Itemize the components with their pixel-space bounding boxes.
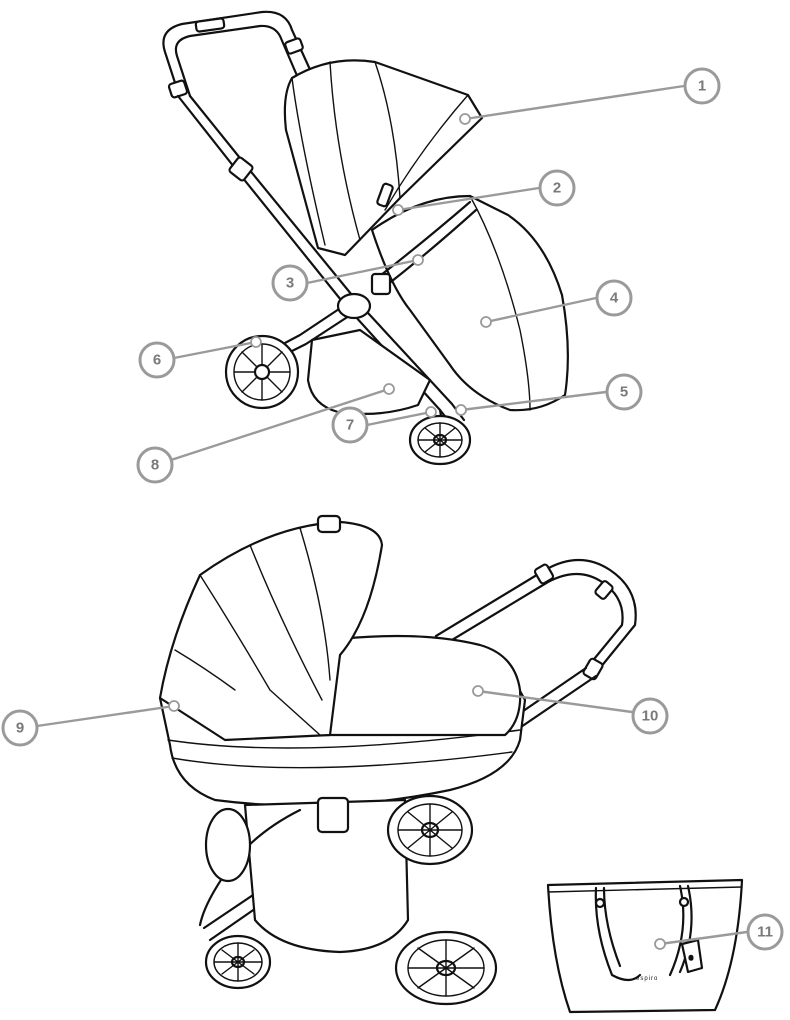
callout-label-11: 11 (757, 924, 773, 941)
callout-label-1: 1 (698, 78, 706, 95)
callout-label-4: 4 (610, 290, 619, 307)
callout-label-7: 7 (346, 417, 354, 434)
callout-1: 1 (460, 69, 719, 124)
shopping-basket (308, 330, 430, 414)
bag-brand-text: espiro (636, 976, 658, 982)
callout-label-2: 2 (553, 180, 561, 197)
front-wheel-top (410, 416, 470, 464)
callout-label-9: 9 (16, 720, 24, 737)
bag-tag-logo: e (689, 953, 694, 962)
changing-bag (548, 880, 742, 1012)
callout-label-3: 3 (286, 275, 294, 292)
carrycot-apron (320, 636, 520, 735)
callout-9: 9 (3, 701, 179, 745)
callout-label-10: 10 (642, 708, 659, 725)
changing-bag-illustration: e espiro (548, 880, 742, 1012)
callout-label-5: 5 (620, 384, 628, 401)
callout-label-8: 8 (151, 457, 159, 474)
callout-label-6: 6 (153, 352, 161, 369)
